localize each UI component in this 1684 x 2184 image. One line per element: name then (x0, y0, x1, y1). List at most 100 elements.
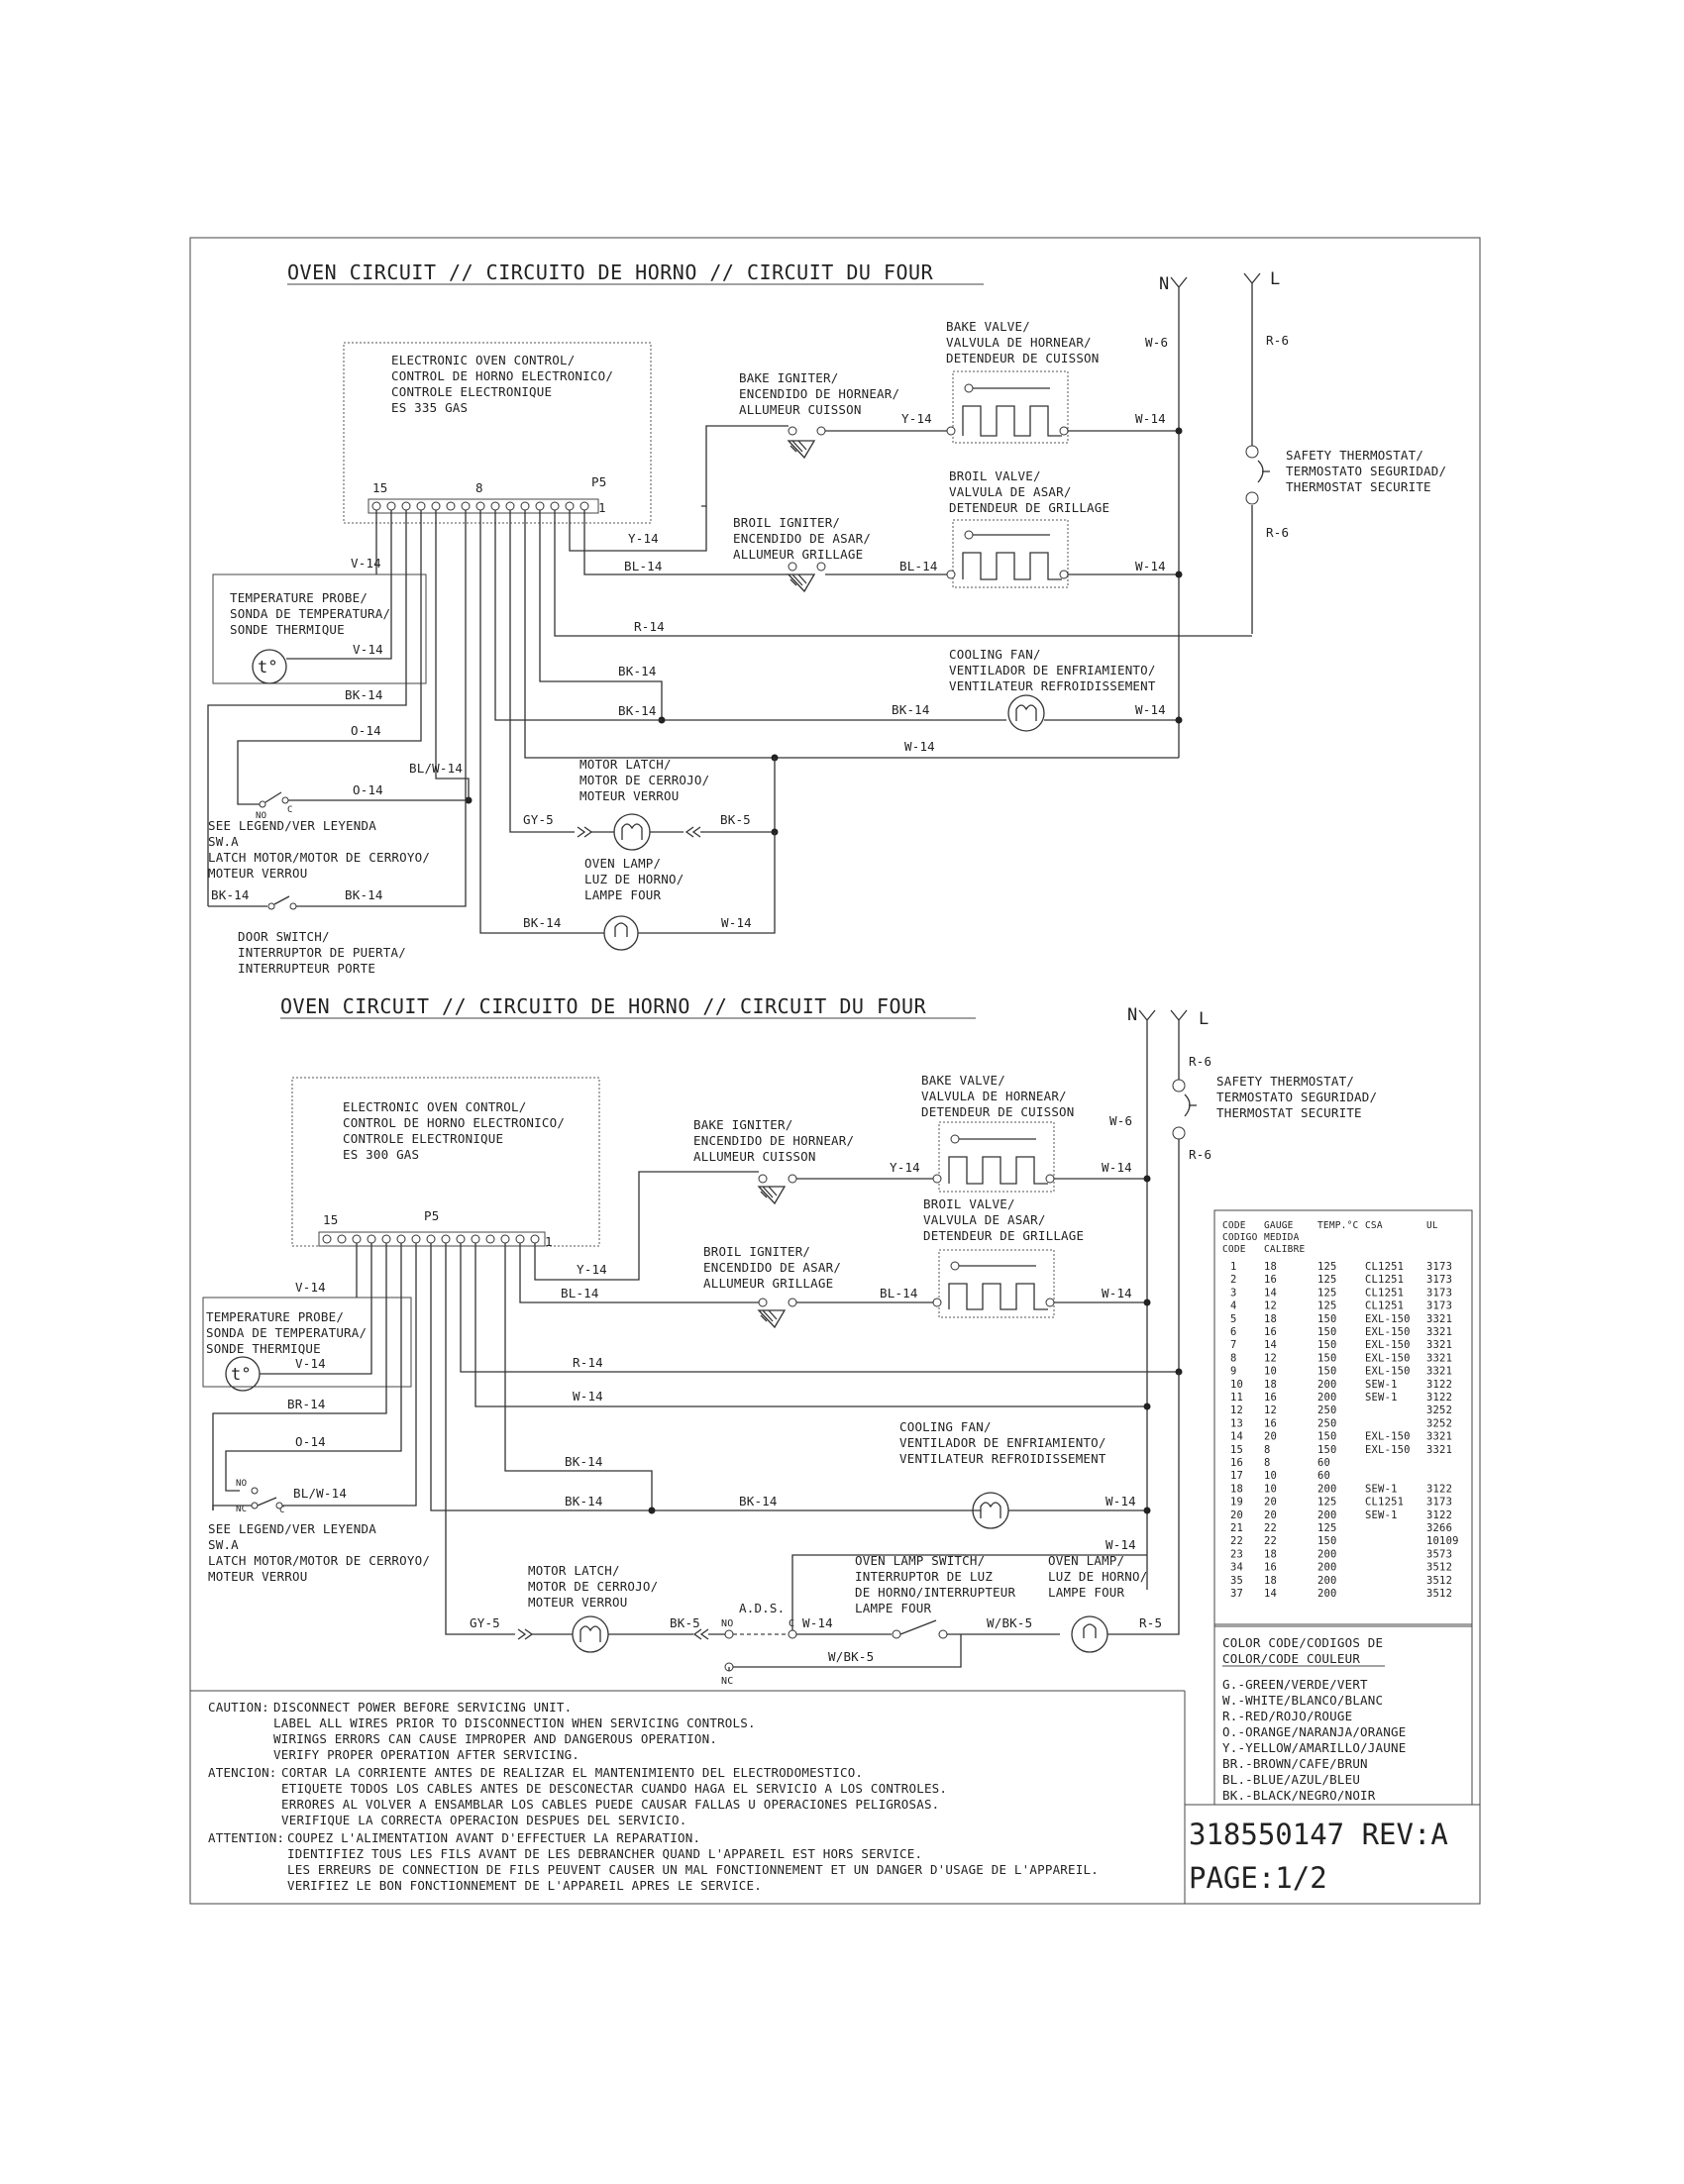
svg-text:GY-5: GY-5 (470, 1615, 500, 1630)
gauge-table-cell: 125 (1317, 1261, 1337, 1273)
gauge-table-cell: 8 (1264, 1457, 1271, 1469)
gauge-table-cell: 60 (1317, 1457, 1330, 1469)
oven-lamp-2-icon (1071, 1615, 1108, 1653)
svg-text:L: L (1199, 1009, 1209, 1029)
svg-text:SEE LEGEND/VER LEYENDA: SEE LEGEND/VER LEYENDA (208, 1521, 376, 1536)
temperature-probe-1-icon (252, 649, 287, 684)
svg-text:W-14: W-14 (1135, 411, 1166, 426)
ads-switch-icon (724, 1629, 797, 1672)
svg-text:BK-5: BK-5 (720, 812, 751, 827)
gauge-table-cell: 8 (1230, 1352, 1237, 1364)
gauge-table-cell: 12 (1230, 1404, 1243, 1416)
gauge-table-cell: SEW-1 (1365, 1392, 1398, 1404)
svg-text:BAKE VALVE/: BAKE VALVE/ (921, 1073, 1005, 1088)
gauge-table-cell: EXL-150 (1365, 1326, 1411, 1338)
gauge-table-cell: 20 (1230, 1509, 1243, 1521)
cooling-fan-1-icon (1007, 694, 1045, 732)
svg-text:VERIFY PROPER OPERATION AFTER: VERIFY PROPER OPERATION AFTER SERVICING. (273, 1747, 579, 1762)
gauge-table-cell: 3173 (1426, 1300, 1452, 1312)
diagram1-l-label: L (1270, 269, 1280, 289)
svg-text:VERIFIQUE LA CORRECTA OPERACIO: VERIFIQUE LA CORRECTA OPERACION DESPUES … (281, 1813, 686, 1827)
svg-text:W-14: W-14 (1135, 559, 1166, 573)
gauge-table-cell: EXL-150 (1365, 1431, 1411, 1443)
gauge-table-cell: 200 (1317, 1575, 1337, 1587)
gauge-table-cell: 3266 (1426, 1522, 1452, 1534)
svg-text:LAMPE FOUR: LAMPE FOUR (584, 887, 662, 902)
svg-text:INTERRUPTEUR PORTE: INTERRUPTEUR PORTE (238, 961, 375, 976)
svg-text:V-14: V-14 (295, 1356, 326, 1371)
gauge-table-cell: 3173 (1426, 1497, 1452, 1508)
svg-text:BR.-BROWN/CAFE/BRUN: BR.-BROWN/CAFE/BRUN (1222, 1756, 1368, 1771)
svg-text:BK-14: BK-14 (345, 887, 383, 902)
gauge-table-cell: 3321 (1426, 1366, 1452, 1378)
gauge-table-cell: 150 (1317, 1366, 1337, 1378)
svg-text:CONTROLE ELECTRONIQUE: CONTROLE ELECTRONIQUE (343, 1131, 503, 1146)
svg-text:BL-14: BL-14 (624, 559, 663, 573)
svg-text:ERRORES AL VOLVER A ENSAMBLAR: ERRORES AL VOLVER A ENSAMBLAR LOS CABLES… (281, 1797, 939, 1812)
gauge-table-cell: 3512 (1426, 1562, 1452, 1574)
gauge-table-cell: 125 (1317, 1287, 1337, 1299)
gauge-table-cell: 3122 (1426, 1509, 1452, 1521)
svg-text:W-14: W-14 (1105, 1537, 1136, 1552)
svg-text:BL/W-14: BL/W-14 (293, 1486, 347, 1501)
svg-text:V-14: V-14 (351, 556, 381, 571)
svg-text:SEE LEGEND/VER LEYENDA: SEE LEGEND/VER LEYENDA (208, 818, 376, 833)
svg-text:VALVULA DE HORNEAR/: VALVULA DE HORNEAR/ (921, 1089, 1067, 1103)
gauge-table-cell: SEW-1 (1365, 1379, 1398, 1391)
bake-valve-2-icon (932, 1121, 1055, 1193)
gauge-table-cell: 20 (1264, 1431, 1277, 1443)
svg-text:V-14: V-14 (353, 642, 383, 657)
gauge-table-cell: 125 (1317, 1497, 1337, 1508)
gauge-table-cell: 200 (1317, 1548, 1337, 1560)
oven-circuit-1: OVEN CIRCUIT // CIRCUITO DE HORNO // CIR… (207, 260, 1446, 976)
gauge-table-cell: CL1251 (1365, 1300, 1404, 1312)
gauge-table-cell: 60 (1317, 1470, 1330, 1482)
gauge-table-cell: 3321 (1426, 1431, 1452, 1443)
connector-pins-1 (371, 501, 589, 511)
svg-text:IDENTIFIEZ TOUS LES FILS AVANT: IDENTIFIEZ TOUS LES FILS AVANT DE LES DE… (287, 1846, 922, 1861)
svg-text:ALLUMEUR CUISSON: ALLUMEUR CUISSON (739, 402, 862, 417)
gauge-table-cell: 3122 (1426, 1379, 1452, 1391)
svg-text:TEMPERATURE PROBE/: TEMPERATURE PROBE/ (206, 1309, 344, 1324)
gauge-table-cell: EXL-150 (1365, 1444, 1411, 1456)
gauge-table-cell: 14 (1230, 1431, 1243, 1443)
svg-text:LUZ DE HORNO/: LUZ DE HORNO/ (584, 872, 684, 886)
svg-text:GY-5: GY-5 (523, 812, 554, 827)
gauge-table-cell: 14 (1264, 1287, 1277, 1299)
broil-valve-1-icon (946, 519, 1069, 588)
svg-text:W-14: W-14 (721, 915, 752, 930)
svg-text:VALVULA DE ASAR/: VALVULA DE ASAR/ (923, 1212, 1046, 1227)
gauge-table-cell: 3512 (1426, 1588, 1452, 1600)
svg-text:CONTROL DE HORNO ELECTRONICO/: CONTROL DE HORNO ELECTRONICO/ (343, 1115, 565, 1130)
safety-thermostat-2 (1172, 1079, 1197, 1140)
caution-notes: CAUTION: DISCONNECT POWER BEFORE SERVICI… (190, 1690, 1186, 1904)
svg-text:OVEN LAMP/: OVEN LAMP/ (1048, 1553, 1124, 1568)
svg-text:Y-14: Y-14 (890, 1160, 920, 1175)
svg-text:ALLUMEUR GRILLAGE: ALLUMEUR GRILLAGE (703, 1276, 833, 1291)
svg-text:THERMOSTAT SECURITE: THERMOSTAT SECURITE (1286, 479, 1431, 494)
svg-text:W-14: W-14 (573, 1389, 603, 1404)
gauge-table-cell: SEW-1 (1365, 1483, 1398, 1495)
svg-text:DETENDEUR DE GRILLAGE: DETENDEUR DE GRILLAGE (949, 500, 1109, 515)
svg-text:VENTILADOR DE ENFRIAMIENTO/: VENTILADOR DE ENFRIAMIENTO/ (949, 663, 1156, 677)
svg-text:ES 335 GAS: ES 335 GAS (391, 400, 468, 415)
gauge-table-cell: CL1251 (1365, 1261, 1404, 1273)
svg-text:W-14: W-14 (1102, 1286, 1132, 1300)
motor-latch-2-icon (572, 1615, 609, 1653)
gauge-table-header: MEDIDA (1264, 1232, 1300, 1243)
gauge-table-cell: 10 (1264, 1483, 1277, 1495)
gauge-table-cell: 16 (1264, 1326, 1277, 1338)
svg-text:TERMOSTATO SEGURIDAD/: TERMOSTATO SEGURIDAD/ (1216, 1090, 1377, 1104)
svg-text:SONDA DE TEMPERATURA/: SONDA DE TEMPERATURA/ (230, 606, 390, 621)
svg-text:W-14: W-14 (1102, 1160, 1132, 1175)
svg-text:W.-WHITE/BLANCO/BLANC: W.-WHITE/BLANCO/BLANC (1222, 1693, 1383, 1708)
gauge-table-cell: 21 (1230, 1522, 1243, 1534)
svg-text:BL-14: BL-14 (899, 559, 938, 573)
svg-text:ES 300 GAS: ES 300 GAS (343, 1147, 419, 1162)
svg-text:W-14: W-14 (1105, 1494, 1136, 1508)
svg-text:VALVULA DE ASAR/: VALVULA DE ASAR/ (949, 484, 1072, 499)
gauge-table-cell: 3321 (1426, 1326, 1452, 1338)
svg-text:LES ERREURS DE CONNECTION DE F: LES ERREURS DE CONNECTION DE FILS PEUVEN… (287, 1862, 1099, 1877)
